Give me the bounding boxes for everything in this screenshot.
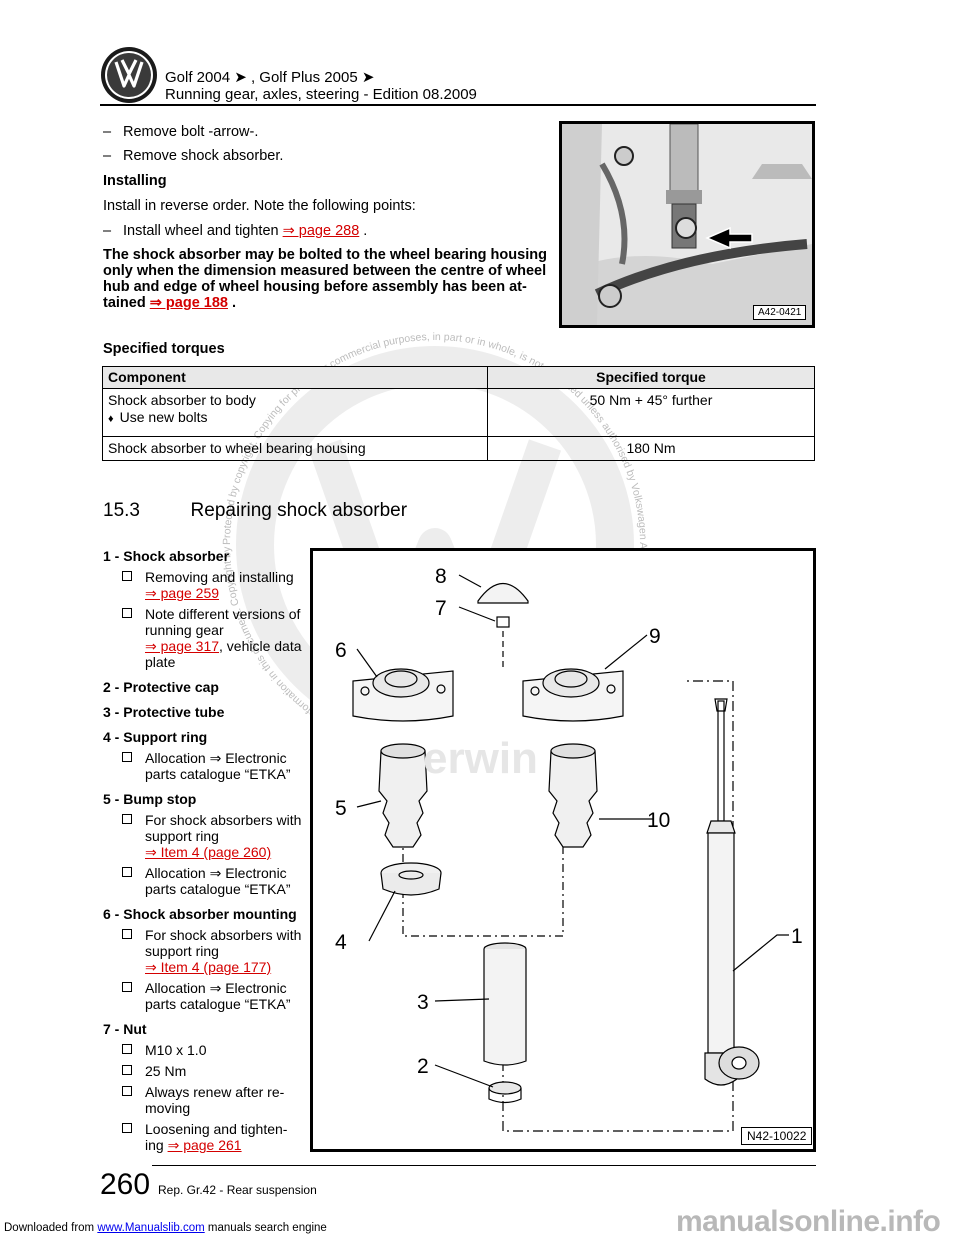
header-model: Golf 2004 ➤ , Golf Plus 2005 ➤ <box>165 69 375 86</box>
checkbox-icon <box>122 867 132 877</box>
callout-1: 1 <box>791 925 803 948</box>
photo-code: A42-0421 <box>753 305 807 320</box>
table-cell: Shock absorber to wheel bearing housing <box>102 436 488 461</box>
torques-heading: Specified torques <box>103 341 225 357</box>
col-component: Component <box>102 366 488 389</box>
list-item: Allocation ⇒ Electronic parts catalogue … <box>103 980 303 1012</box>
callout-6: 6 <box>335 639 347 662</box>
list-item: Allocation ⇒ Electronic parts catalogue … <box>103 750 303 782</box>
checkbox-icon <box>122 982 132 992</box>
list-item: For shock absorbers with support ring⇒ I… <box>103 927 303 975</box>
callout-5: 5 <box>335 797 347 820</box>
list-item: Always renew after re-moving <box>103 1084 303 1116</box>
checkbox-icon <box>122 814 132 824</box>
section-title: 15.3 Repairing shock absorber <box>103 500 408 521</box>
table-row: Shock absorber to wheel bearing housing … <box>102 436 815 461</box>
checkbox-icon <box>122 571 132 581</box>
callout-9: 9 <box>649 625 661 648</box>
checkbox-icon <box>122 1044 132 1054</box>
installing-intro: Install in reverse order. Note the follo… <box>103 198 416 214</box>
legend-head: 6 - Shock absorber mounting <box>103 906 297 922</box>
checkbox-icon <box>122 1123 132 1133</box>
page-317-link[interactable]: ⇒ page 317 <box>145 638 220 654</box>
table-cell: 180 Nm <box>487 436 815 461</box>
legend-head: 4 - Support ring <box>103 729 208 745</box>
erwin-watermark: erwin <box>423 734 538 783</box>
list-item: Loosening and tighten-ing ⇒ page 261 <box>103 1121 303 1153</box>
table-header-row: Component Specified torque <box>102 366 815 389</box>
manualsonline-logo[interactable]: manualsonline.info <box>676 1205 941 1238</box>
manualslib-link[interactable]: www.Manualslib.com <box>97 1222 205 1234</box>
callout-4: 4 <box>335 931 347 954</box>
step-install-wheel: –Install wheel and tighten ⇒ page 288 . <box>103 223 368 239</box>
download-notice: Downloaded from www.Manualslib.com manua… <box>4 1222 327 1234</box>
checkbox-icon <box>122 929 132 939</box>
list-item: Allocation ⇒ Electronic parts catalogue … <box>103 865 303 897</box>
footer-divider <box>152 1165 816 1166</box>
list-item: M10 x 1.0 <box>103 1042 303 1058</box>
torque-table: Component Specified torque Shock absorbe… <box>102 366 815 461</box>
item-4-page-260-link[interactable]: ⇒ Item 4 (page 260) <box>145 844 272 860</box>
list-item: Removing and installing⇒ page 259 <box>103 569 303 601</box>
drawing-code: N42-10022 <box>741 1127 813 1145</box>
table-row: Shock absorber to body ♦Use new bolts 50… <box>102 388 815 437</box>
callout-10: 10 <box>647 809 670 832</box>
item-4-page-177-link[interactable]: ⇒ Item 4 (page 177) <box>145 959 272 975</box>
page-288-link[interactable]: ⇒ page 288 <box>282 223 360 239</box>
callout-8: 8 <box>435 565 447 588</box>
parts-legend: 1 - Shock absorber Removing and installi… <box>103 548 303 1153</box>
vw-logo-icon <box>101 47 157 103</box>
col-torque: Specified torque <box>487 366 815 389</box>
page-188-link[interactable]: ⇒ page 188 <box>149 295 228 311</box>
legend-head: 5 - Bump stop <box>103 791 197 807</box>
list-item: Note different versions of running gear⇒… <box>103 606 303 670</box>
checkbox-icon <box>122 752 132 762</box>
header-title: Running gear, axles, steering - Edition … <box>165 86 477 103</box>
checkbox-icon <box>122 1065 132 1075</box>
page-261-link[interactable]: ⇒ page 261 <box>167 1137 242 1153</box>
checkbox-icon <box>122 608 132 618</box>
shock-absorber-photo: A42-0421 <box>559 121 815 328</box>
checkbox-icon <box>122 1086 132 1096</box>
diamond-bullet-icon: ♦ <box>108 413 114 425</box>
list-item: For shock absorbers with support ring⇒ I… <box>103 812 303 860</box>
legend-head: 2 - Protective cap <box>103 679 219 695</box>
callout-7: 7 <box>435 597 447 620</box>
page-259-link[interactable]: ⇒ page 259 <box>145 585 220 601</box>
installing-note: The shock absorber may be bolted to the … <box>103 247 547 311</box>
exploded-view-drawing: 8 7 6 9 5 10 4 1 3 2 erwin N42-10022 <box>310 548 816 1152</box>
step-remove-bolt: –Remove bolt -arrow-. <box>103 124 259 140</box>
callout-3: 3 <box>417 991 429 1014</box>
legend-head: 1 - Shock absorber <box>103 548 230 564</box>
header-divider <box>100 104 816 106</box>
table-cell: Shock absorber to body ♦Use new bolts <box>102 388 488 437</box>
page-number: 260 <box>100 1168 151 1201</box>
table-cell: 50 Nm + 45° further <box>487 388 815 437</box>
callout-2: 2 <box>417 1055 429 1078</box>
legend-head: 7 - Nut <box>103 1021 147 1037</box>
step-remove-shock: –Remove shock absorber. <box>103 148 284 164</box>
installing-heading: Installing <box>103 173 167 189</box>
footer-text: Rep. Gr.42 - Rear suspension <box>158 1183 317 1197</box>
list-item: 25 Nm <box>103 1063 303 1079</box>
legend-head: 3 - Protective tube <box>103 704 225 720</box>
